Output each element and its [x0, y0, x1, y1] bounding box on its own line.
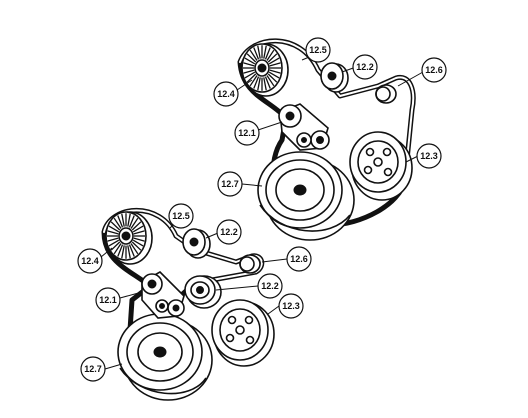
svg-text:12.2: 12.2 [220, 227, 238, 237]
lower-idler-pulley-a [182, 228, 211, 259]
lower-callout-12-7: 12.7 [80, 356, 106, 382]
lower-callout-12-3: 12.3 [278, 293, 304, 319]
upper-callout-12-6: 12.6 [421, 57, 447, 83]
svg-text:12.6: 12.6 [425, 65, 443, 75]
lower-callout-12-5: 12.5 [168, 203, 194, 229]
upper-callout-12-3: 12.3 [416, 143, 442, 169]
svg-text:12.7: 12.7 [221, 179, 239, 189]
upper-assembly: 12.4 12.5 12.2 12.6 12.1 12.3 12.7 [213, 37, 447, 241]
svg-text:12.4: 12.4 [217, 89, 235, 99]
svg-text:12.2: 12.2 [261, 281, 279, 291]
svg-text:12.6: 12.6 [290, 254, 308, 264]
upper-callout-12-7: 12.7 [217, 171, 243, 197]
svg-text:12.1: 12.1 [99, 295, 117, 305]
upper-idler-pulley [320, 62, 349, 93]
lower-callout-12-6: 12.6 [286, 246, 312, 272]
lower-ribbed-pulley [105, 211, 153, 265]
lower-callout-12-2-b: 12.2 [257, 273, 283, 299]
upper-crank-pulley [257, 151, 355, 241]
upper-callout-12-1: 12.1 [234, 120, 260, 146]
upper-water-pump-pulley [349, 131, 413, 201]
svg-text:12.5: 12.5 [172, 211, 190, 221]
svg-text:12.2: 12.2 [356, 62, 374, 72]
lower-idler-pulley-b [184, 275, 222, 309]
svg-text:12.4: 12.4 [81, 256, 99, 266]
svg-text:12.3: 12.3 [282, 301, 300, 311]
lower-crank-pulley [117, 313, 213, 401]
upper-small-idler [375, 84, 397, 104]
lower-callout-12-1: 12.1 [95, 287, 121, 313]
lower-callout-12-2-a: 12.2 [216, 219, 242, 245]
upper-callout-12-4: 12.4 [213, 81, 239, 107]
lower-water-pump-pulley [211, 299, 275, 367]
upper-tensioner [278, 103, 330, 151]
upper-callout-12-5: 12.5 [305, 37, 331, 63]
svg-text:12.3: 12.3 [420, 151, 438, 161]
lower-callout-12-4: 12.4 [77, 248, 103, 274]
lower-tensioner [141, 271, 185, 319]
svg-text:12.5: 12.5 [309, 45, 327, 55]
lower-assembly: 12.4 12.5 12.2 12.6 12.2 12.1 12.3 12.7 [77, 203, 312, 401]
svg-text:12.1: 12.1 [238, 128, 256, 138]
svg-text:12.7: 12.7 [84, 364, 102, 374]
upper-callout-12-2: 12.2 [352, 54, 378, 80]
lower-small-idler [239, 254, 261, 274]
